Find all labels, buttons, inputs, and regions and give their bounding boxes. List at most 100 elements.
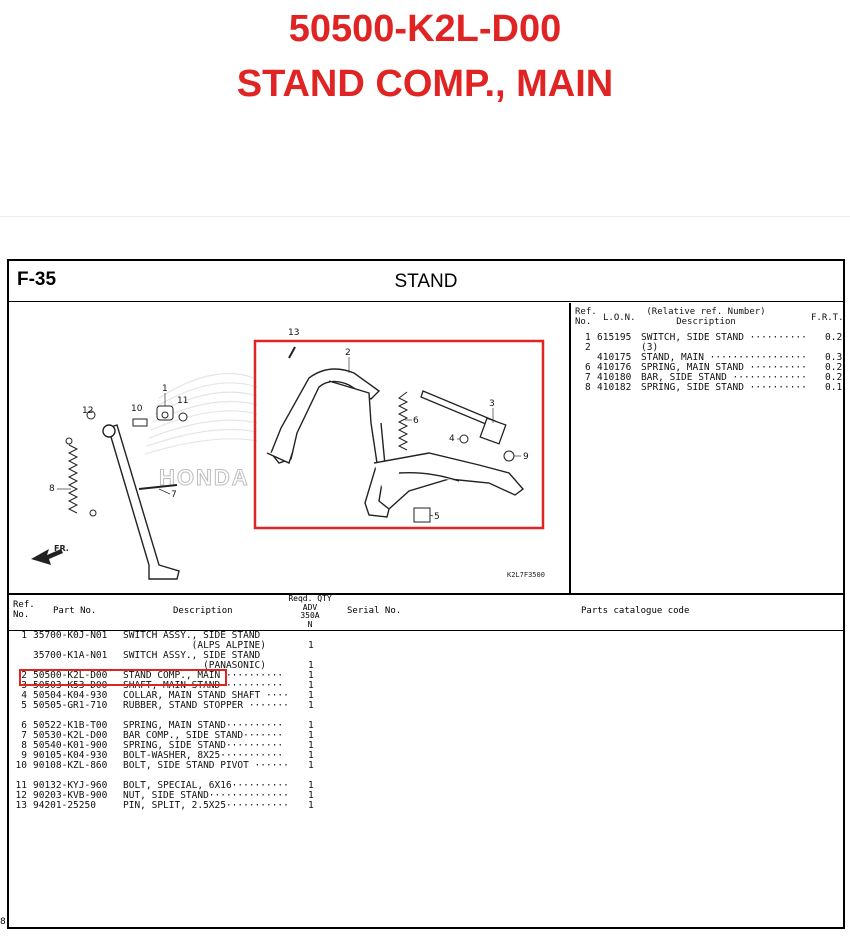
sheet-header: F-35 STAND: [9, 261, 843, 302]
figure-code: F-35: [17, 269, 57, 290]
ref-table-row: 2(3): [575, 343, 841, 353]
part-no-cell: 35700-K0J-N01: [33, 630, 108, 641]
side-stand-bar: [138, 484, 178, 490]
collar: [459, 434, 469, 444]
callout-1: 1: [162, 384, 168, 394]
part-no-header: Part No.: [53, 606, 97, 616]
ref-cell: 4: [21, 690, 27, 701]
parts-table-row: 9 90105-K04-930 BOLT-WASHER, 8X25·········…: [9, 751, 569, 761]
callout-2: 2: [345, 348, 351, 358]
ref-col-header: Ref. No.: [575, 307, 597, 327]
callout-13: 13: [288, 328, 299, 338]
qty-cell: 1: [308, 800, 314, 811]
desc-cell: SPRING, SIDE STAND ··········: [641, 382, 807, 393]
main-stand-drawing: [266, 368, 525, 518]
desc-cell: SPRING, MAIN STAND ··········: [641, 362, 807, 373]
leader-lines: [57, 357, 521, 517]
parts-table-row: (ALPS ALPINE)1: [9, 641, 569, 651]
page-marker: 8: [0, 917, 6, 927]
desc-cell: BAR, SIDE STAND ·············: [641, 372, 807, 383]
description-cell: BOLT, SPECIAL, 6X16··········: [123, 780, 289, 791]
highlight-box: [253, 339, 545, 530]
qty-cell: 1: [308, 680, 314, 691]
callout-12: 12: [82, 406, 93, 416]
lon-cell: 615195: [597, 332, 632, 343]
callout-8: 8: [49, 484, 55, 494]
ref-cell: 1: [21, 630, 27, 641]
callout-10: 10: [131, 404, 143, 414]
part-no-cell: 50504-K04-930: [33, 690, 108, 701]
description-cell: NUT, SIDE STAND··············: [123, 790, 289, 801]
lon-cell: 410180: [597, 372, 632, 383]
parts-table-row: 35700-K1A-N01 SWITCH ASSY., SIDE STAND: [9, 651, 569, 661]
svg-text:FR.: FR.: [54, 544, 69, 553]
side-stand-nut: [86, 410, 96, 420]
diagram-ref-code: K2L7F3500: [507, 571, 545, 579]
serial-no-header: Serial No.: [347, 606, 402, 616]
qty-cell: 1: [308, 730, 314, 741]
qty-cell: 1: [308, 720, 314, 731]
qty-cell: 1: [308, 670, 314, 681]
part-no-cell: 90108-KZL-860: [33, 760, 108, 771]
bolt-washer: [503, 450, 515, 462]
callout-labels: 13 2 1 12 10 11 3 6 4 9 8 7 5: [49, 328, 529, 522]
part-no-cell: 35700-K1A-N01: [33, 650, 108, 661]
side-stand-switch: [156, 405, 174, 421]
description-cell: COLLAR, MAIN STAND SHAFT ····: [123, 690, 289, 701]
description-cell: BOLT, SIDE STAND PIVOT ······: [123, 760, 289, 771]
description-header: Description: [173, 606, 233, 616]
ref-cell: 8: [585, 382, 591, 393]
frt-col-header: F.R.T.: [811, 313, 844, 323]
callout-3: 3: [489, 399, 495, 409]
part-no-cell: 50540-K01-900: [33, 740, 108, 751]
qty-cell: 1: [308, 760, 314, 771]
callout-6: 6: [413, 416, 419, 426]
qty-cell: 1: [308, 780, 314, 791]
exploded-diagram: HONDA: [9, 303, 569, 593]
part-no-cell: 90105-K04-930: [33, 750, 108, 761]
description-cell: BOLT-WASHER, 8X25···········: [123, 750, 284, 761]
callout-7: 7: [171, 490, 177, 500]
description-cell: BAR COMP., SIDE STAND·······: [123, 730, 284, 741]
section-title: STAND: [394, 271, 458, 292]
split-pin: [288, 346, 296, 359]
description-cell: SPRING, SIDE STAND··········: [123, 740, 284, 751]
special-bolt: [178, 412, 188, 422]
ref-cell: 9: [21, 750, 27, 761]
part-no-cell: 50530-K2L-D00: [33, 730, 108, 741]
description-cell: (ALPS ALPINE): [123, 640, 266, 651]
frt-cell: 0.2: [825, 332, 843, 343]
side-stand-pivot-bolt: [132, 418, 148, 427]
qty-cell: 1: [308, 660, 314, 671]
divider: [0, 216, 850, 217]
ref-cell: 6: [585, 362, 591, 373]
part-no-cell: 50500-K2L-D00: [33, 670, 108, 681]
desc-cell: STAND, MAIN ·················: [641, 352, 807, 363]
part-no-cell: 90132-KYJ-960: [33, 780, 108, 791]
callout-5: 5: [434, 512, 440, 522]
qty-header: Reqd. QTY ADV 350A N: [288, 594, 332, 629]
callout-9: 9: [523, 452, 529, 462]
ref-cell: 7: [585, 372, 591, 383]
ref-cell: 11: [15, 780, 27, 791]
diagram-drawing: HONDA: [31, 328, 545, 580]
parts-diagram-sheet: F-35 STAND HONDA: [7, 259, 845, 929]
part-no-cell: 94201-25250: [33, 800, 96, 811]
selected-part-highlight: [19, 669, 227, 686]
frt-cell: 0.2: [825, 362, 843, 373]
description-cell: RUBBER, STAND STOPPER ·······: [123, 700, 289, 711]
description-cell: SWITCH ASSY., SIDE STAND: [123, 630, 261, 641]
desc-cell: (3): [641, 342, 659, 353]
horizontal-divider: [9, 593, 843, 595]
main-stand-shaft: [420, 390, 507, 445]
description-cell: SWITCH ASSY., SIDE STAND: [123, 650, 261, 661]
lon-col-header: L.O.N.: [603, 313, 636, 323]
parts-table-header: Ref. No. Part No. Description Reqd. QTY …: [9, 594, 843, 631]
